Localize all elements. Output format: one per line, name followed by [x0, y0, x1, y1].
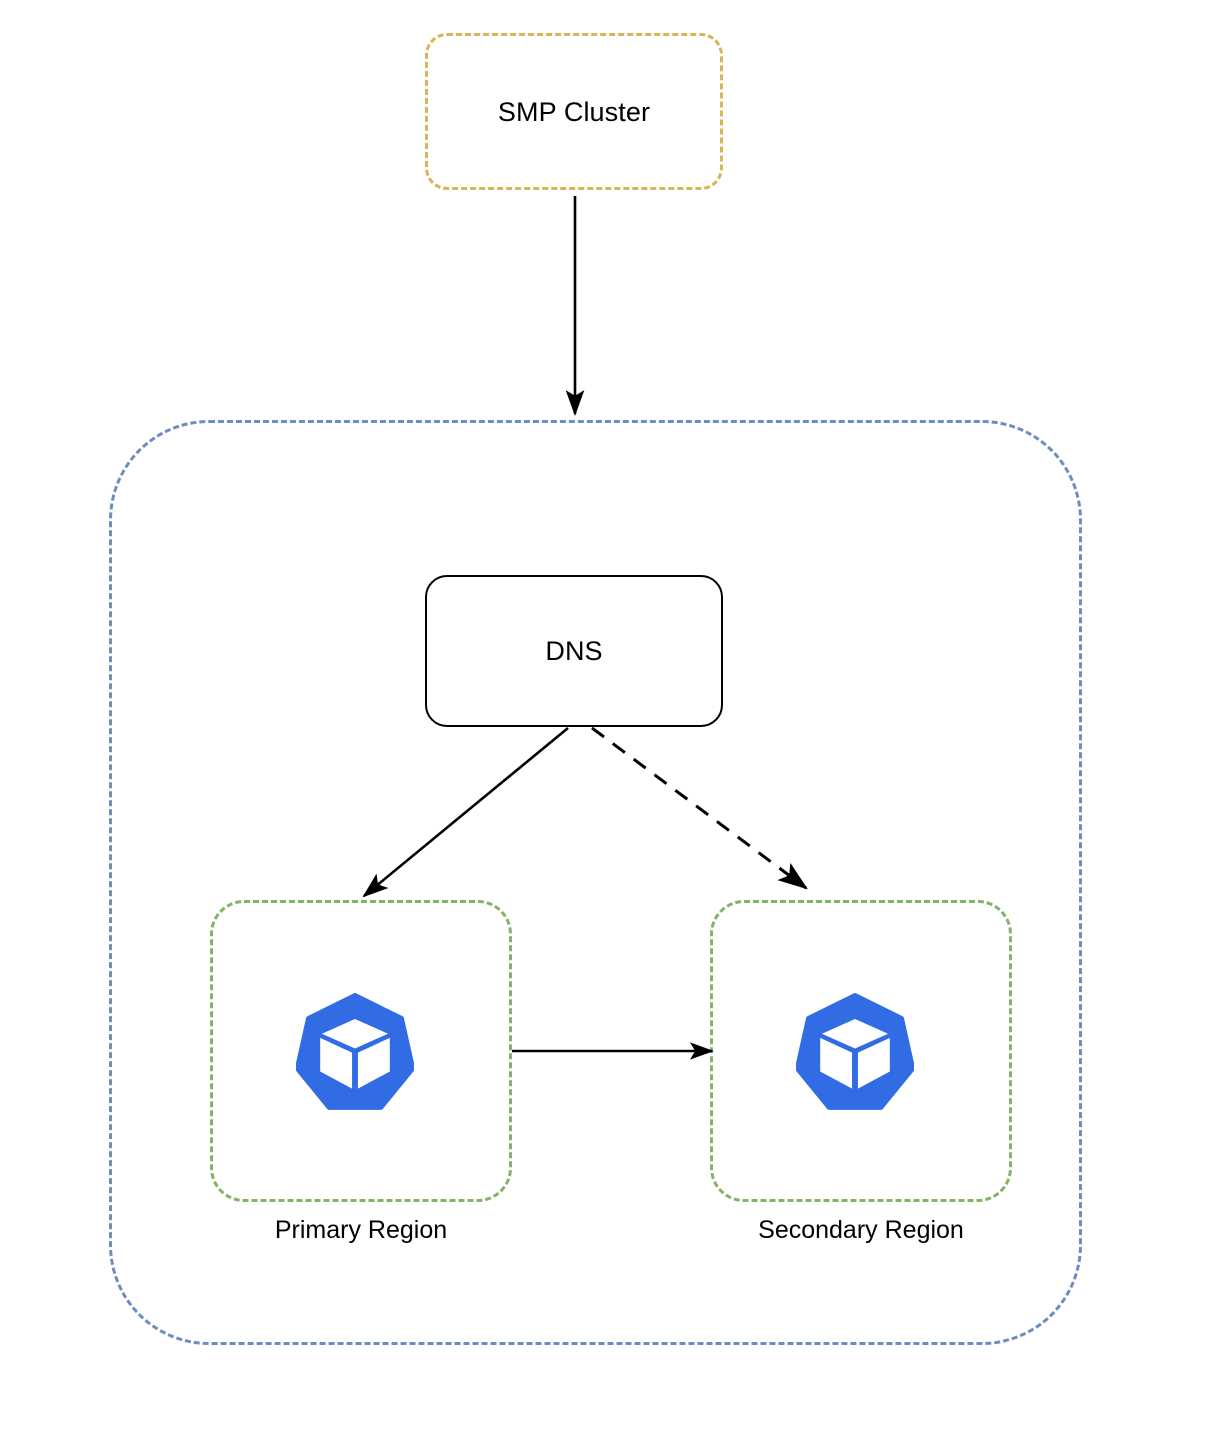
dns-node[interactable]: DNS — [425, 575, 723, 727]
smp-cluster-label: SMP Cluster — [497, 97, 651, 127]
smp-cluster-node[interactable]: SMP Cluster — [425, 33, 723, 190]
kubernetes-icon — [796, 993, 914, 1110]
primary-region-node[interactable] — [210, 900, 512, 1202]
primary-region-caption: Primary Region — [274, 1216, 448, 1244]
secondary-region-caption: Secondary Region — [758, 1216, 964, 1244]
kubernetes-icon — [296, 993, 414, 1110]
dns-label: DNS — [545, 636, 603, 666]
platform-container[interactable] — [109, 420, 1082, 1345]
